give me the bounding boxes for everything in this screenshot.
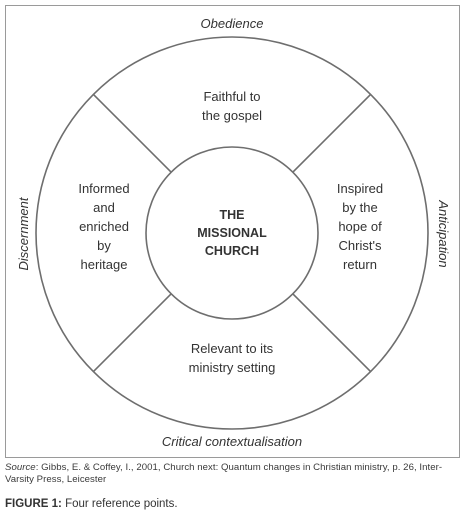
segment-left-line: by — [97, 238, 111, 253]
center-label: THE MISSIONAL CHURCH — [197, 208, 267, 258]
segment-right: Inspired by the hope of Christ's return — [337, 181, 383, 272]
outer-circle — [35, 36, 429, 430]
segment-left-line: heritage — [81, 257, 128, 272]
segment-top: Faithful to the gospel — [202, 89, 262, 123]
segment-top-line: the gospel — [202, 108, 262, 123]
segment-right-line: return — [343, 257, 377, 272]
figure-frame — [5, 5, 460, 458]
segment-right-line: by the — [342, 200, 377, 215]
figure-caption: FIGURE 1: Four reference points. — [5, 498, 178, 510]
source-text: : Gibbs, E. & Coffey, I., 2001, Church n… — [5, 462, 443, 485]
segment-bottom-line: ministry setting — [189, 360, 276, 375]
source-note: Source: Gibbs, E. & Coffey, I., 2001, Ch… — [5, 462, 465, 486]
segment-top-line: Faithful to — [203, 89, 260, 104]
inner-circle — [145, 146, 319, 320]
reference-left-label: Discernment — [16, 196, 31, 270]
center-line: CHURCH — [205, 244, 259, 258]
caption-label: FIGURE 1: — [5, 498, 62, 510]
divider-bottom-right — [292, 293, 372, 373]
segment-right-line: Inspired — [337, 181, 383, 196]
reference-right-label: Anticipation — [436, 199, 451, 267]
reference-top-label: Obedience — [201, 16, 264, 31]
divider-top-right — [292, 93, 372, 173]
segment-left: Informed and enriched by heritage — [78, 181, 129, 272]
center-line: MISSIONAL — [197, 226, 267, 240]
center-line: THE — [220, 208, 245, 222]
missional-church-diagram: Obedience Critical contextualisation Dis… — [16, 16, 451, 449]
divider-top-left — [92, 93, 172, 173]
reference-bottom-label: Critical contextualisation — [162, 434, 302, 449]
caption-text: Four reference points. — [61, 498, 178, 510]
divider-bottom-left — [92, 293, 172, 373]
segment-left-line: Informed — [78, 181, 129, 196]
segment-bottom-line: Relevant to its — [191, 341, 274, 356]
segment-right-line: hope of — [338, 219, 382, 234]
segment-bottom: Relevant to its ministry setting — [189, 341, 276, 375]
segment-right-line: Christ's — [339, 238, 382, 253]
segment-left-line: enriched — [79, 219, 129, 234]
source-label: Source — [5, 462, 36, 473]
segment-left-line: and — [93, 200, 115, 215]
